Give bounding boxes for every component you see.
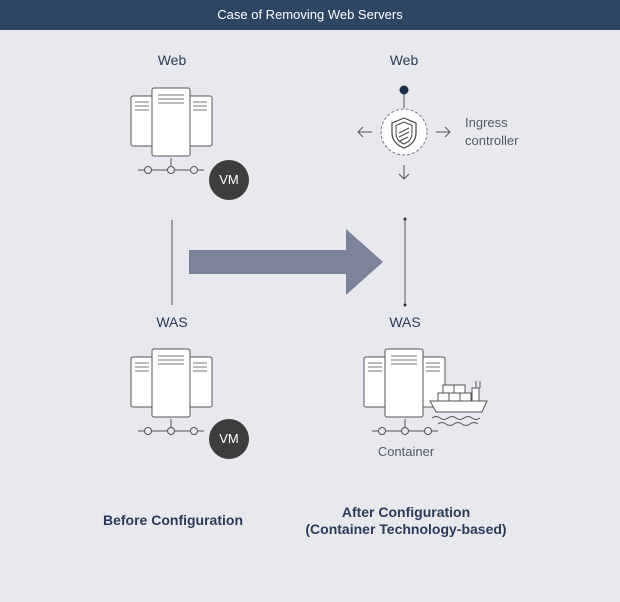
arrow-down-icon	[398, 165, 410, 180]
container-ship-icon	[429, 381, 488, 426]
header-title: Case of Removing Web Servers	[0, 0, 620, 30]
after-connector-line	[403, 217, 407, 307]
was-server-icon	[130, 348, 213, 435]
after-was-label: WAS	[389, 314, 421, 330]
ingress-controller-icon	[380, 108, 428, 156]
before-web-label: Web	[157, 52, 187, 68]
vm-badge-label: VM	[219, 172, 239, 187]
arrow-left-icon	[357, 126, 372, 138]
arrow-right-icon	[436, 126, 451, 138]
vm-badge-icon	[209, 419, 249, 459]
ingress-pin-icon	[399, 85, 409, 108]
ingress-label-line2: controller	[465, 133, 519, 148]
web-server-icon	[130, 87, 213, 174]
ingress-label-line1: Ingress	[465, 115, 508, 130]
vm-badge-icon	[209, 160, 249, 200]
after-caption-line1: After Configuration	[341, 504, 471, 520]
container-server-icon	[363, 348, 446, 435]
vm-badge-label: VM	[219, 431, 239, 446]
before-was-label: WAS	[156, 314, 188, 330]
before-caption: Before Configuration	[103, 512, 243, 528]
container-label: Container	[377, 444, 435, 459]
after-web-label: Web	[389, 52, 419, 68]
after-caption-line2: (Container Technology-based)	[305, 521, 507, 537]
transition-arrow-icon	[189, 229, 383, 295]
